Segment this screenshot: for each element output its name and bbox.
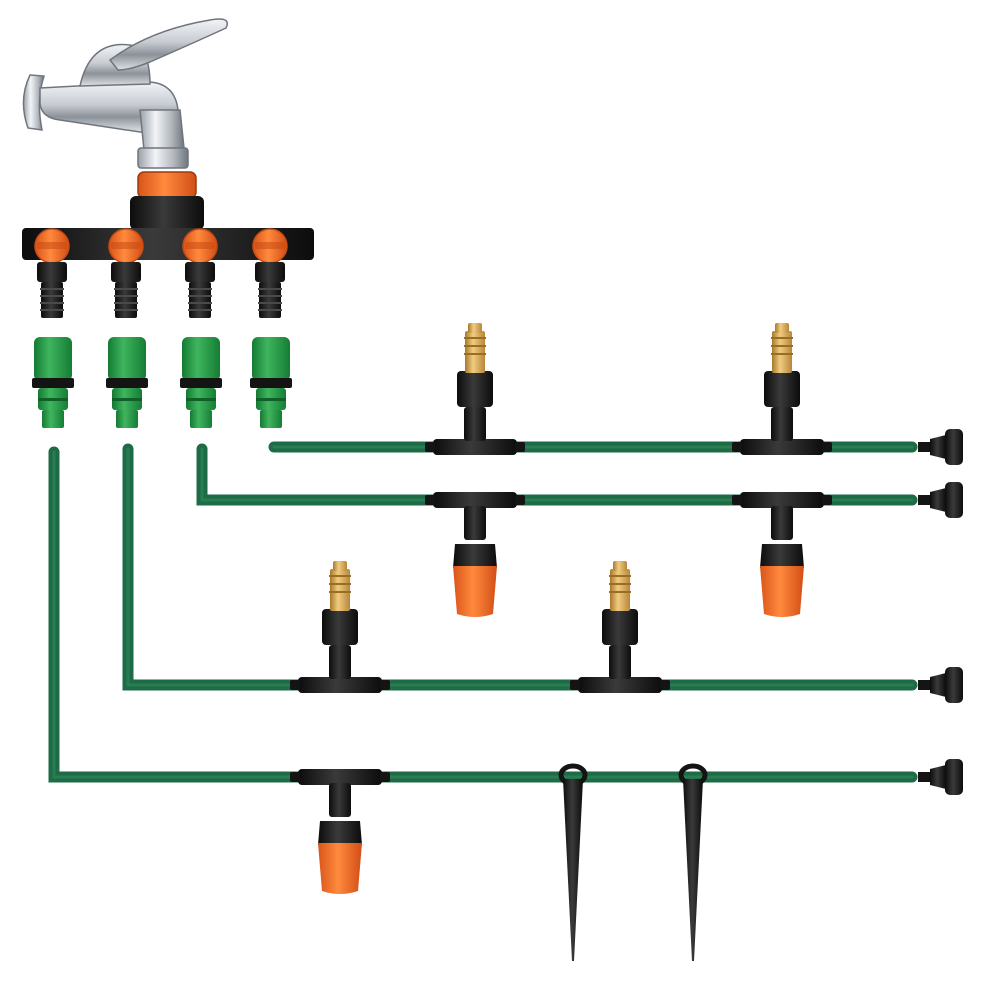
quick-connector-1 bbox=[32, 337, 74, 428]
dripper-row4-a bbox=[318, 821, 362, 894]
four-way-splitter bbox=[22, 171, 314, 260]
splitter-valves bbox=[32, 228, 292, 428]
splitter-outlet-4 bbox=[250, 228, 292, 428]
ground-stake-1 bbox=[558, 763, 588, 961]
dripper-row2-b bbox=[760, 544, 804, 617]
end-plug-2 bbox=[918, 482, 963, 518]
faucet bbox=[22, 18, 228, 169]
tee-row3-b bbox=[570, 645, 670, 693]
quick-connector-4 bbox=[250, 337, 292, 428]
tee-row2-a bbox=[425, 492, 525, 540]
end-plug-1 bbox=[918, 429, 963, 465]
tee-row3-a bbox=[290, 645, 390, 693]
quick-connector-2 bbox=[106, 337, 148, 428]
quick-connector-3 bbox=[180, 337, 222, 428]
ground-stake-2 bbox=[678, 763, 708, 961]
fittings bbox=[290, 323, 963, 961]
mister-row3-b bbox=[602, 561, 638, 645]
tee-row4-a bbox=[290, 769, 390, 817]
splitter-outlet-3 bbox=[180, 228, 222, 428]
mister-row1-b bbox=[764, 323, 800, 407]
tee-row2-b bbox=[732, 492, 832, 540]
mister-row1-a bbox=[457, 323, 493, 407]
end-plug-4 bbox=[918, 759, 963, 795]
tee-row1-b bbox=[732, 407, 832, 455]
splitter-outlet-1 bbox=[32, 228, 74, 428]
end-plug-3 bbox=[918, 667, 963, 703]
splitter-outlet-2 bbox=[106, 228, 148, 428]
mister-row3-a bbox=[322, 561, 358, 645]
dripper-row2-a bbox=[453, 544, 497, 617]
tee-row1-a bbox=[425, 407, 525, 455]
